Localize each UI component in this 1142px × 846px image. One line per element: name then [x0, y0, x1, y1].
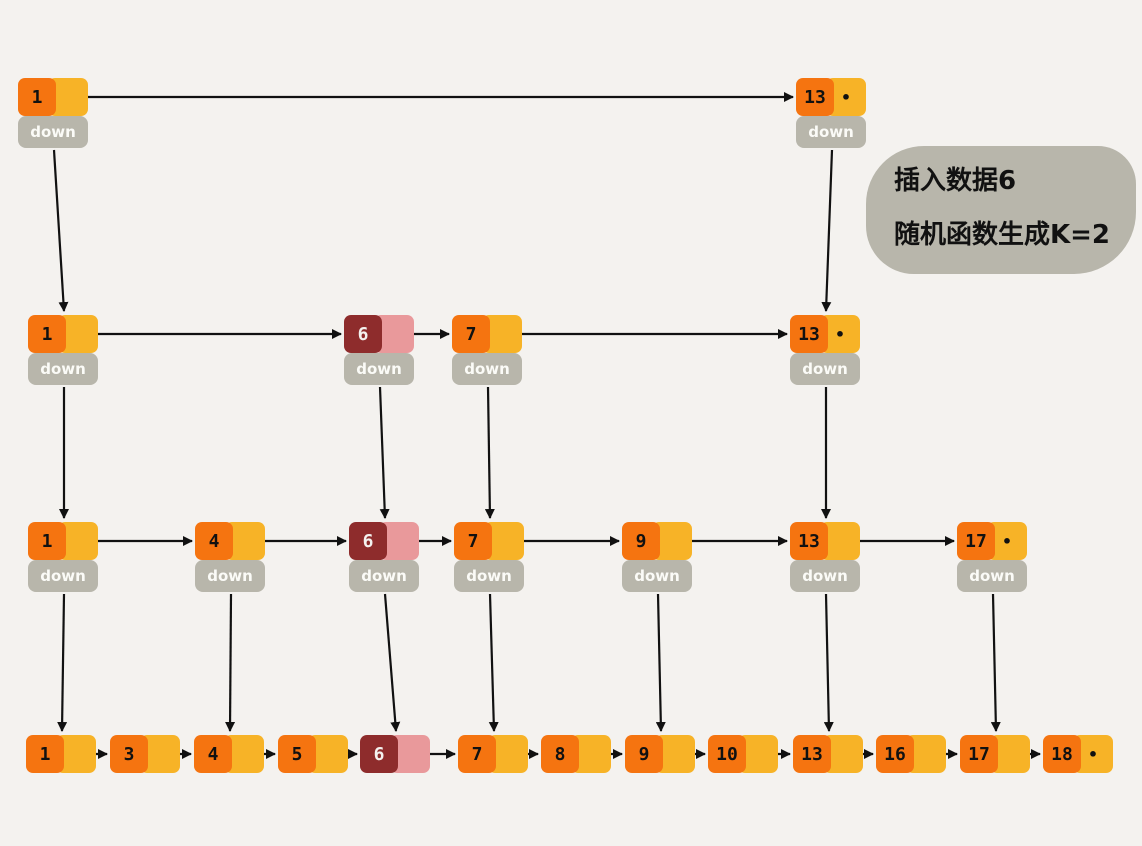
node-value: 10 [708, 735, 746, 773]
down-arrow-level-1-13 [823, 593, 834, 732]
node-level-0-4: 4 [194, 735, 264, 773]
node-level-0-9: 9 [625, 735, 695, 773]
node-level-0-3: 3 [110, 735, 180, 773]
down-pointer-cell: down [349, 560, 419, 592]
node-value: 13 [796, 78, 834, 116]
down-arrow-level-1-1 [57, 593, 68, 732]
node-level-0-6: 6 [360, 735, 430, 773]
node-value: 3 [110, 735, 148, 773]
node-value: 7 [458, 735, 496, 773]
node-value: 6 [360, 735, 398, 773]
node-level-0-18: •18 [1043, 735, 1113, 773]
node-value: 17 [960, 735, 998, 773]
down-pointer-cell: down [28, 560, 98, 592]
down-pointer-cell: down [18, 116, 88, 148]
node-level-0-10: 10 [708, 735, 778, 773]
node-level-0-1: 1 [26, 735, 96, 773]
node-value: 13 [793, 735, 831, 773]
node-value: 4 [194, 735, 232, 773]
node-value: 4 [195, 522, 233, 560]
down-pointer-cell: down [452, 353, 522, 385]
node-level-0-16: 16 [876, 735, 946, 773]
node-value: 16 [876, 735, 914, 773]
down-pointer-cell: down [28, 353, 98, 385]
node-value: 1 [26, 735, 64, 773]
down-arrow-level-1-6 [383, 593, 401, 732]
down-arrow-level-1-4 [225, 593, 236, 732]
node-value: 6 [344, 315, 382, 353]
down-arrow-level-3-1 [52, 149, 69, 312]
node-level-0-7: 7 [458, 735, 528, 773]
node-value: 1 [28, 315, 66, 353]
down-pointer-cell: down [454, 560, 524, 592]
note-line-insert: 插入数据6 [894, 166, 1017, 196]
down-arrow-level-1-9 [655, 593, 666, 732]
node-value: 1 [28, 522, 66, 560]
down-pointer-cell: down [790, 560, 860, 592]
down-pointer-cell: down [796, 116, 866, 148]
node-value: 13 [790, 522, 828, 560]
node-value: 17 [957, 522, 995, 560]
down-pointer-cell: down [790, 353, 860, 385]
node-value: 9 [625, 735, 663, 773]
insert-note-bubble: 插入数据6 随机函数生成K=2 [866, 146, 1136, 274]
node-value: 7 [452, 315, 490, 353]
note-line-random-level: 随机函数生成K=2 [894, 220, 1111, 250]
down-pointer-cell: down [195, 560, 265, 592]
down-pointer-cell: down [344, 353, 414, 385]
down-arrow-level-2-6 [378, 386, 390, 519]
down-arrow-level-2-7 [484, 386, 495, 519]
node-value: 6 [349, 522, 387, 560]
node-value: 1 [18, 78, 56, 116]
node-level-0-5: 5 [278, 735, 348, 773]
node-level-0-13: 13 [793, 735, 863, 773]
down-arrow-level-1-17 [990, 593, 1001, 732]
node-value: 13 [790, 315, 828, 353]
node-value: 18 [1043, 735, 1081, 773]
node-value: 7 [454, 522, 492, 560]
down-pointer-cell: down [622, 560, 692, 592]
down-pointer-cell: down [957, 560, 1027, 592]
node-level-0-8: 8 [541, 735, 611, 773]
node-value: 9 [622, 522, 660, 560]
down-arrow-level-1-7 [488, 593, 499, 732]
node-level-0-17: 17 [960, 735, 1030, 773]
node-value: 8 [541, 735, 579, 773]
down-arrow-level-3-13 [821, 149, 834, 312]
node-value: 5 [278, 735, 316, 773]
